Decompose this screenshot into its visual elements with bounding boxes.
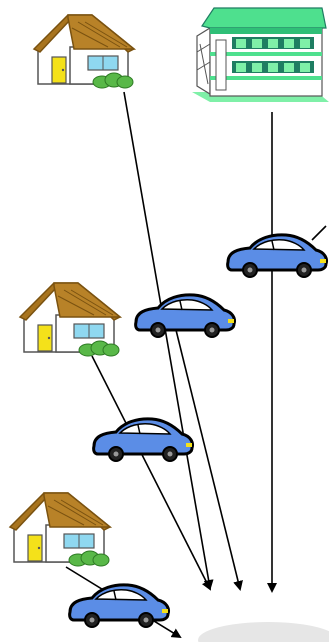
- house-icon: [29, 11, 141, 89]
- route-arrow-house-1: [123, 91, 214, 590]
- house-icon: [15, 279, 127, 357]
- route-arrow-car-2: [175, 329, 243, 591]
- destination-area: [198, 622, 329, 642]
- apartment-building-icon: [192, 7, 329, 102]
- route-arrow-offscreen: [311, 225, 327, 241]
- car-icon: [92, 417, 195, 463]
- car-icon: [68, 583, 171, 629]
- route-arrow-house-2: [91, 355, 211, 591]
- house-icon: [5, 489, 117, 567]
- car-icon: [134, 293, 237, 339]
- car-icon: [226, 233, 329, 279]
